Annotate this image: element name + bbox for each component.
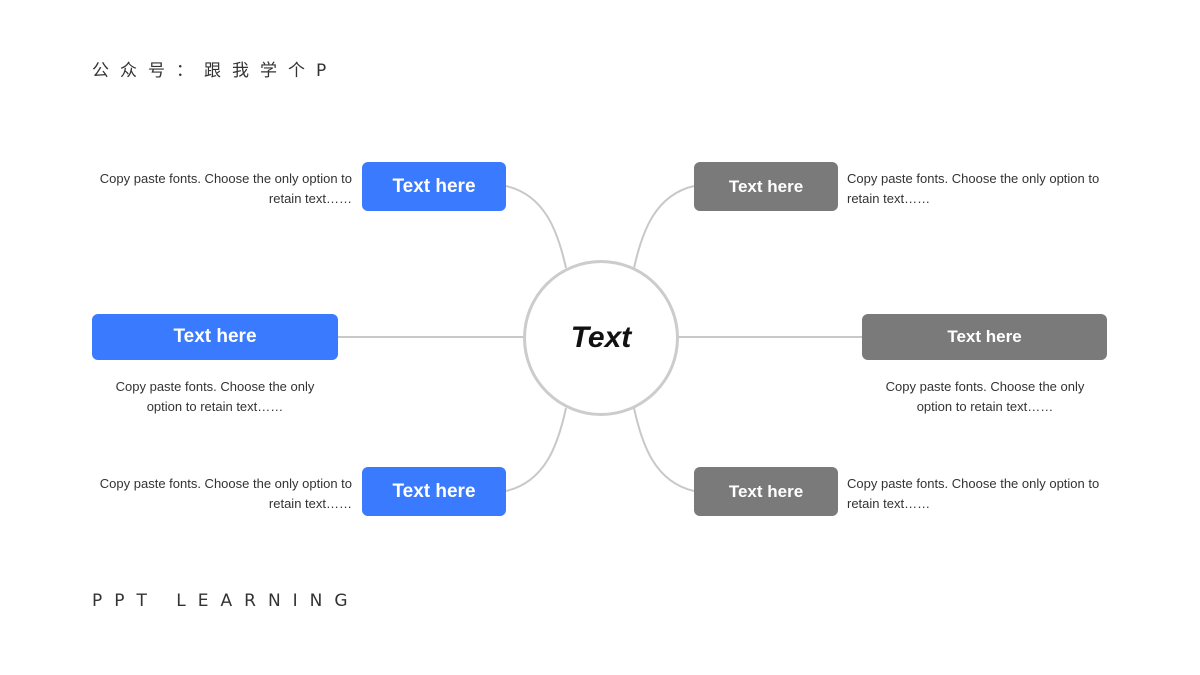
middle-left-description: Copy paste fonts. Choose the only option…: [115, 379, 315, 414]
connector-bottom-left: [505, 407, 567, 492]
center-label: Text: [570, 321, 632, 354]
footer-title: PPT LEARNING: [92, 591, 360, 611]
middle-left-node: Text here: [92, 314, 338, 360]
middle-right-node: Text here: [862, 314, 1107, 360]
top-left-node: Text here: [362, 162, 506, 211]
header-title: 公众号：跟我学个P: [92, 61, 338, 81]
bottom-right-node: Text here: [694, 467, 838, 516]
center-node: Text: [523, 260, 679, 416]
top-right-description: Copy paste fonts. Choose the only option…: [847, 171, 1100, 206]
bottom-left-description: Copy paste fonts. Choose the only option…: [99, 476, 352, 511]
bottom-left-node: Text here: [362, 467, 506, 516]
top-left-description: Copy paste fonts. Choose the only option…: [99, 171, 352, 206]
connector-top-left: [505, 185, 567, 269]
top-right-node: Text here: [694, 162, 838, 211]
middle-right-description: Copy paste fonts. Choose the only option…: [885, 379, 1085, 414]
connector-bottom-right: [633, 407, 695, 492]
bottom-right-description: Copy paste fonts. Choose the only option…: [847, 476, 1100, 511]
connector-top-right: [633, 185, 695, 269]
